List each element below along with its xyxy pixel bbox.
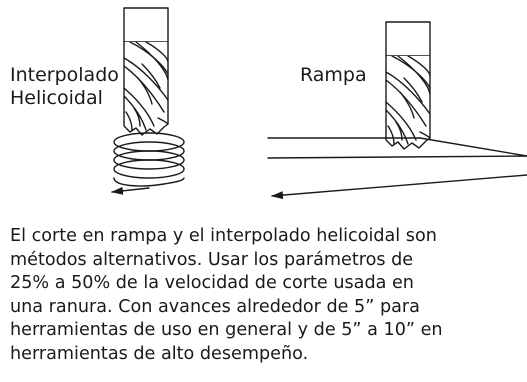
left-end-mill-icon: [123, 7, 169, 136]
caption-line: 25% a 50% de la velocidad de corte usada…: [10, 273, 414, 294]
right-end-mill-icon: [385, 21, 431, 150]
caption-line: herramientas de uso en general y de 5” a…: [10, 320, 443, 341]
helical-path-icon: [111, 132, 185, 195]
caption-line: herramientas de alto desempeño.: [10, 343, 309, 364]
ramp-label: Rampa: [300, 64, 367, 86]
helical-interpolation-label: Interpolado Helicoidal: [10, 64, 119, 109]
caption-line: El corte en rampa y el interpolado helic…: [10, 226, 437, 246]
caption-line: métodos alternativos. Usar los parámetro…: [10, 249, 414, 270]
ramp-path-icon: [267, 137, 527, 200]
milling-diagram: [111, 7, 527, 200]
caption-line: una ranura. Con avances alrededor de 5” …: [10, 296, 420, 317]
caption: El corte en rampa y el interpolado helic…: [10, 225, 527, 367]
